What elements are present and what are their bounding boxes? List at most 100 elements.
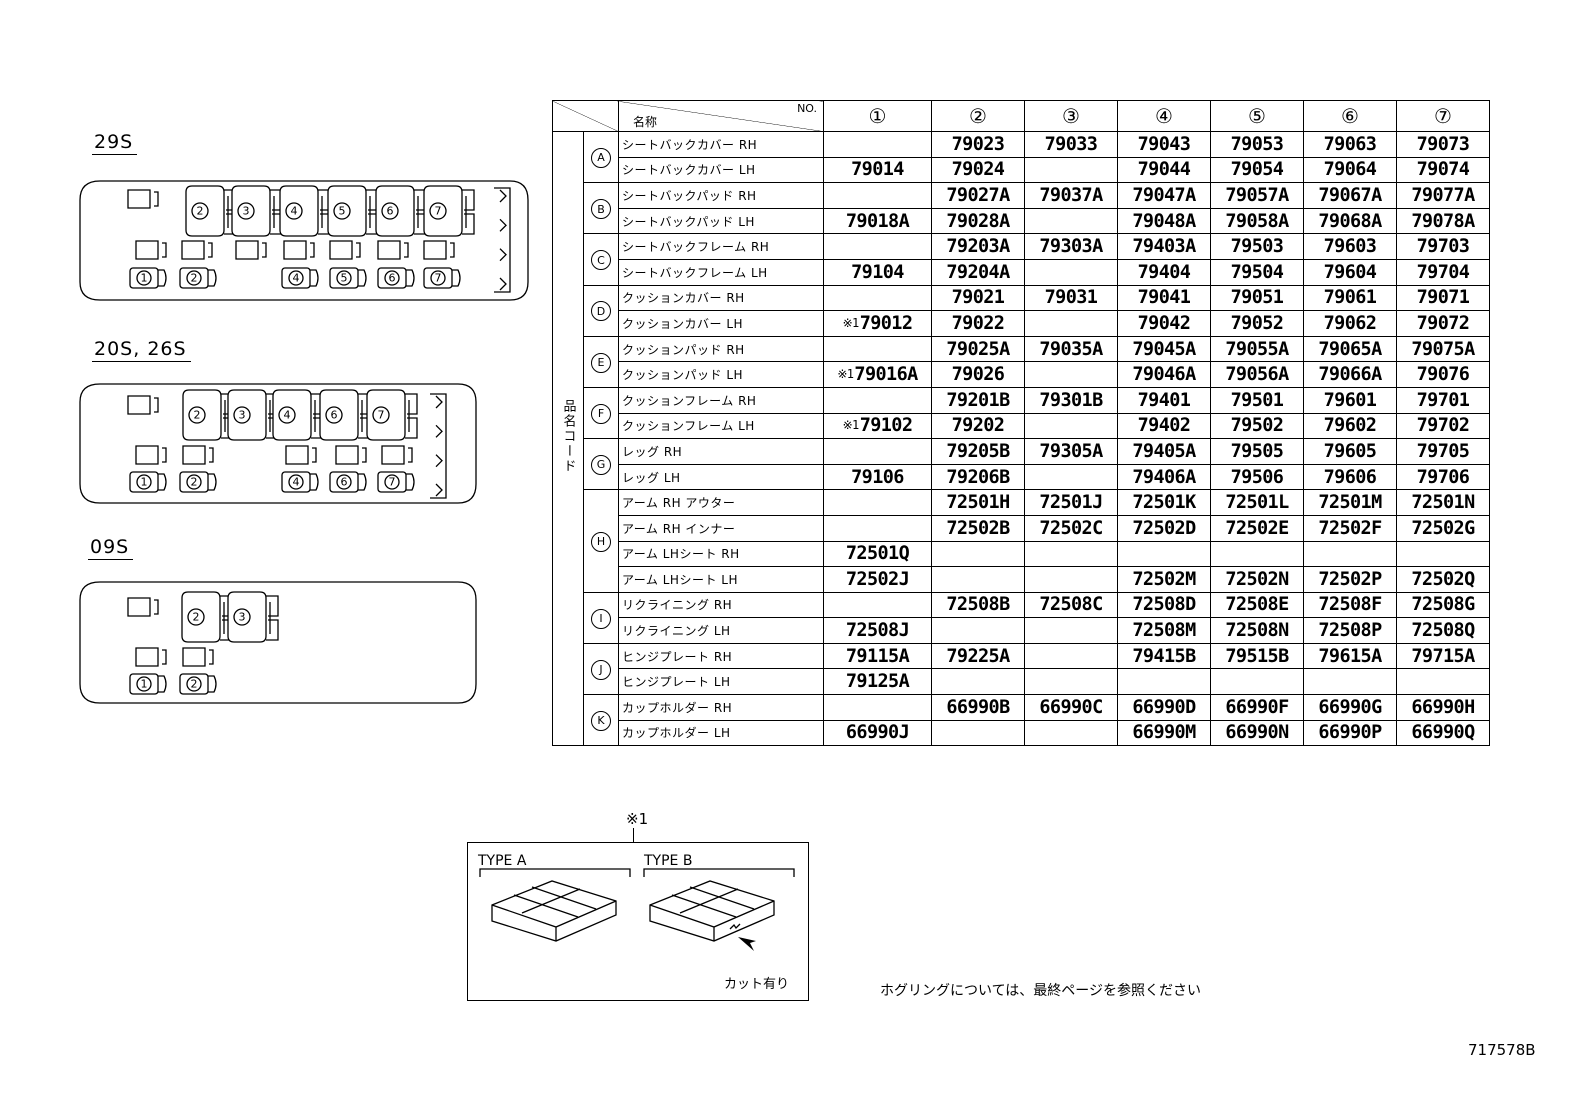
part-code-cell: 66990N bbox=[1210, 719, 1304, 747]
bus-body-29s bbox=[79, 180, 529, 301]
aisle-seat-20s-0 bbox=[135, 445, 167, 465]
part-code-cell: 79024 bbox=[931, 156, 1025, 184]
part-code-cell: 72508P bbox=[1303, 617, 1397, 644]
seat-number: 4 bbox=[293, 476, 300, 489]
part-code-cell: 79104 bbox=[823, 258, 932, 286]
part-name: カップホルダー LH bbox=[618, 719, 824, 747]
part-name: リクライニング RH bbox=[618, 591, 824, 619]
part-code-cell: 79206B bbox=[931, 463, 1025, 491]
seat-number-circle bbox=[187, 608, 205, 626]
part-code-cell: 72501N bbox=[1396, 489, 1490, 516]
part-code-cell: 72501H bbox=[931, 489, 1025, 516]
seat-number: 4 bbox=[284, 409, 291, 422]
seat-number-circle bbox=[325, 406, 343, 424]
part-code-cell bbox=[931, 540, 1025, 568]
group-circle: H bbox=[591, 531, 611, 552]
part-name: シートバックカバー LH bbox=[618, 156, 824, 184]
part-code-cell bbox=[1024, 156, 1118, 184]
part-code-cell: 72501M bbox=[1303, 489, 1397, 516]
leader-line bbox=[633, 828, 634, 842]
cushion-type-a-icon bbox=[491, 880, 617, 942]
part-code-cell: 79027A bbox=[931, 182, 1025, 209]
part-code-cell: 72508E bbox=[1210, 591, 1304, 619]
part-code-cell: 66990D bbox=[1117, 694, 1211, 721]
seat-number: 5 bbox=[339, 205, 346, 218]
part-code-cell bbox=[1024, 412, 1118, 440]
part-code-cell: 79057A bbox=[1210, 182, 1304, 209]
column-header-6: ⑥ bbox=[1303, 100, 1397, 132]
part-code-cell bbox=[823, 386, 932, 414]
cushion-illustrations bbox=[479, 868, 795, 951]
part-code-cell: 66990Q bbox=[1396, 719, 1490, 747]
note-mark-inline: ※1 bbox=[837, 367, 854, 382]
seat-number-circle bbox=[429, 202, 447, 220]
part-code-cell: 79041 bbox=[1117, 284, 1211, 312]
part-name: リクライニング LH bbox=[618, 617, 824, 644]
part-code-cell: 79706 bbox=[1396, 463, 1490, 491]
group-circle: A bbox=[591, 147, 611, 168]
part-code-cell: 79053 bbox=[1210, 131, 1304, 158]
seat-number: 1 bbox=[141, 476, 148, 489]
part-code-cell: 79078A bbox=[1396, 207, 1490, 235]
part-code-cell: 79115A bbox=[823, 642, 932, 670]
group-letter-f: F bbox=[583, 386, 619, 440]
part-name: アーム LHシート LH bbox=[618, 566, 824, 593]
part-code-cell: 79204A bbox=[931, 258, 1025, 286]
seat-number-circle bbox=[233, 406, 251, 424]
seat-number: 1 bbox=[141, 678, 148, 691]
part-code-cell: 72502G bbox=[1396, 514, 1490, 542]
part-code-cell: 79071 bbox=[1396, 284, 1490, 312]
part-code-cell: 66990F bbox=[1210, 694, 1304, 721]
aisle-seat-29s-3 bbox=[283, 240, 315, 260]
part-code-cell: 72501L bbox=[1210, 489, 1304, 516]
part-code-cell: 79702 bbox=[1396, 412, 1490, 440]
part-code-cell bbox=[1024, 719, 1118, 747]
aisle-seat-20s-4 bbox=[381, 445, 413, 465]
group-circle: C bbox=[591, 250, 611, 271]
note-mark-inline: ※1 bbox=[842, 418, 860, 433]
part-code-cell: 79502 bbox=[1210, 412, 1304, 440]
part-code-cell: 79077A bbox=[1396, 182, 1490, 209]
seat-number: 6 bbox=[389, 272, 396, 285]
part-code-cell: 79076 bbox=[1396, 361, 1490, 388]
part-code-cell: 79067A bbox=[1303, 182, 1397, 209]
group-circle: J bbox=[591, 659, 611, 680]
aisle-seat-29s-1 bbox=[181, 240, 213, 260]
arrow-icon bbox=[738, 937, 756, 951]
part-code-cell: 79401 bbox=[1117, 386, 1211, 414]
part-code-cell: 66990H bbox=[1396, 694, 1490, 721]
part-code-cell bbox=[823, 438, 932, 465]
part-code-cell: 72508B bbox=[931, 591, 1025, 619]
part-code-cell bbox=[823, 131, 932, 158]
vertical-label-cell: 品名コード bbox=[552, 130, 584, 747]
part-code-cell: 79605 bbox=[1303, 438, 1397, 465]
part-code-cell bbox=[1210, 540, 1304, 568]
part-name: ヒンジプレート LH bbox=[618, 668, 824, 696]
aisle-seat-20s-3 bbox=[335, 445, 367, 465]
part-code-cell bbox=[1117, 540, 1211, 568]
part-code-cell: 79061 bbox=[1303, 284, 1397, 312]
layout-label-29s: 29S bbox=[92, 131, 138, 155]
part-code-cell: ※179016A bbox=[823, 361, 932, 388]
part-name: アーム RH アウター bbox=[618, 489, 824, 516]
type-b-label: TYPE B bbox=[644, 853, 693, 869]
seat-number-circle bbox=[237, 202, 255, 220]
part-code-cell bbox=[1024, 540, 1118, 568]
seat-number: 3 bbox=[243, 205, 250, 218]
rear-bench-20s bbox=[430, 393, 447, 499]
part-code-cell bbox=[1303, 540, 1397, 568]
seat-number-circle bbox=[233, 608, 251, 626]
seat-number: 7 bbox=[435, 205, 442, 218]
column-header-3: ③ bbox=[1024, 100, 1118, 132]
note-mark-inline: ※1 bbox=[842, 315, 860, 330]
part-code-cell: 72502F bbox=[1303, 514, 1397, 542]
part-code-cell: 79051 bbox=[1210, 284, 1304, 312]
seat-number: 2 bbox=[191, 678, 198, 691]
part-code-cell: 79203A bbox=[931, 233, 1025, 260]
